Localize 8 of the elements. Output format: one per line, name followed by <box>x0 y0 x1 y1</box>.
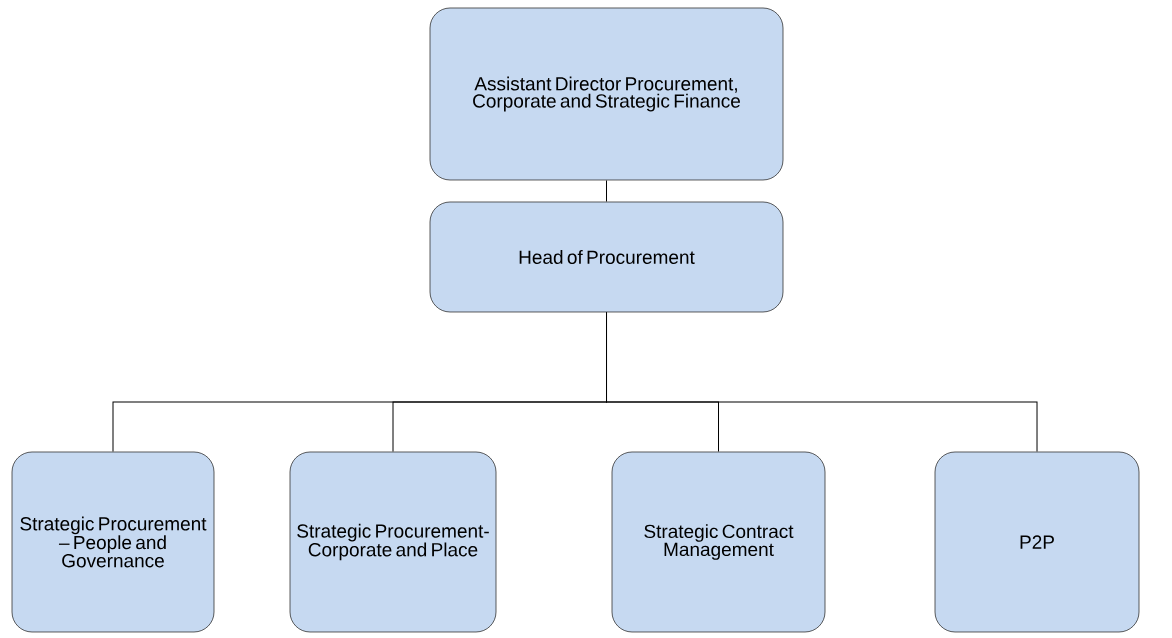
connector-line <box>606 311 1038 453</box>
org-box: Assistant Director Procurement, Corporate and Strategic Finance <box>429 7 784 181</box>
org-box: Strategic Procurement- Corporate and Place <box>289 451 497 633</box>
org-box: Head of Procurement <box>429 201 784 313</box>
connector-line <box>606 179 607 203</box>
org-box: Strategic Contract Management <box>611 451 826 633</box>
org-box: P2P <box>934 451 1140 633</box>
org-box: Strategic Procurement – People and Governance <box>11 451 215 633</box>
